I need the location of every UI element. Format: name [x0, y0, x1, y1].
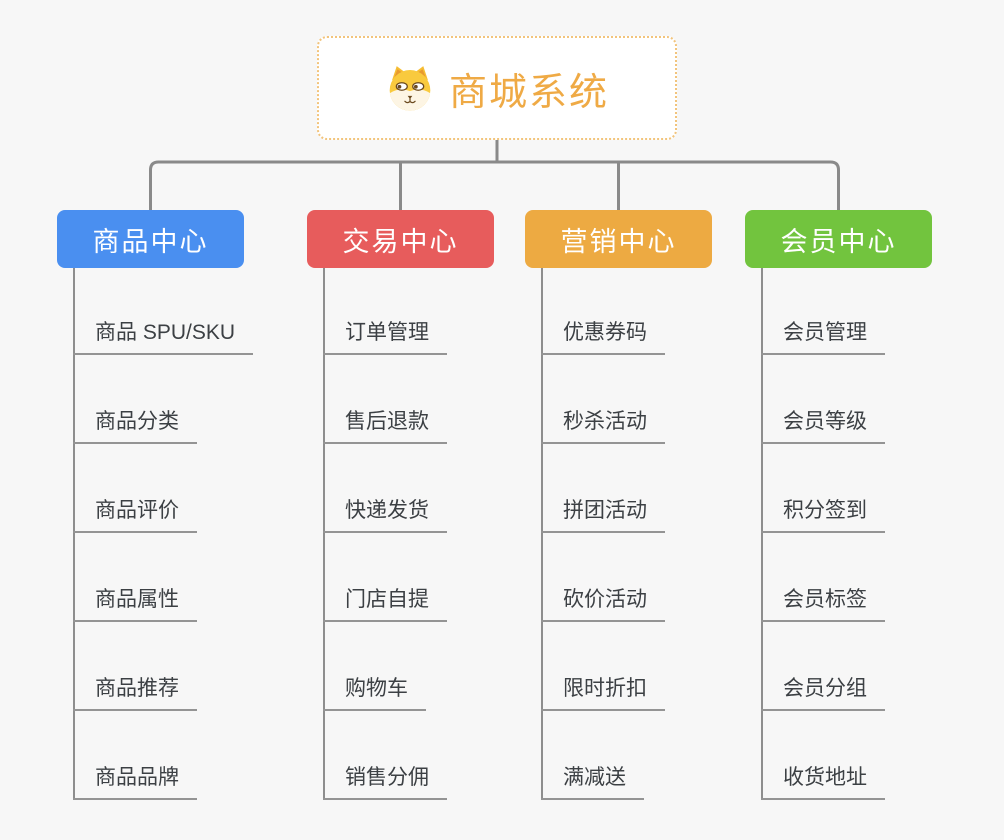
branch-column-member-center: 会员中心 会员管理 会员等级 积分签到 会员标签 会员分组 收货地址 [745, 0, 1004, 840]
leaf-node[interactable]: 秒杀活动 [541, 409, 665, 444]
leaf-node[interactable]: 收货地址 [761, 765, 885, 800]
leaf-node[interactable]: 门店自提 [323, 587, 447, 622]
root-node-mall-system[interactable]: 商城系统 [317, 36, 677, 140]
shiba-dog-icon [389, 66, 431, 111]
leaf-node[interactable]: 会员管理 [761, 320, 885, 355]
leaf-node[interactable]: 商品品牌 [73, 765, 197, 800]
branch-column-trade-center: 交易中心 订单管理 售后退款 快递发货 门店自提 购物车 销售分佣 [307, 0, 567, 840]
leaf-node[interactable]: 订单管理 [323, 320, 447, 355]
leaf-node[interactable]: 砍价活动 [541, 587, 665, 622]
leaf-node[interactable]: 购物车 [323, 676, 426, 711]
branch-column-marketing-center: 营销中心 优惠券码 秒杀活动 拼团活动 砍价活动 限时折扣 满减送 [525, 0, 785, 840]
leaf-node[interactable]: 会员分组 [761, 676, 885, 711]
branch-node-trade-center[interactable]: 交易中心 [307, 210, 494, 268]
leaf-node[interactable]: 商品属性 [73, 587, 197, 622]
leaf-node[interactable]: 商品评价 [73, 498, 197, 533]
leaf-node[interactable]: 快递发货 [323, 498, 447, 533]
leaf-node[interactable]: 积分签到 [761, 498, 885, 533]
branch-column-product-center: 商品中心 商品 SPU/SKU 商品分类 商品评价 商品属性 商品推荐 商品品牌 [57, 0, 317, 840]
branch-node-marketing-center[interactable]: 营销中心 [525, 210, 712, 268]
branch-node-member-center[interactable]: 会员中心 [745, 210, 932, 268]
leaf-node[interactable]: 限时折扣 [541, 676, 665, 711]
leaf-node[interactable]: 商品分类 [73, 409, 197, 444]
leaf-node[interactable]: 商品 SPU/SKU [73, 320, 254, 355]
leaf-node[interactable]: 优惠券码 [541, 320, 665, 355]
branch-spine-line [73, 268, 75, 800]
leaf-node[interactable]: 销售分佣 [323, 765, 447, 800]
leaf-node[interactable]: 满减送 [541, 765, 644, 800]
leaf-node[interactable]: 会员等级 [761, 409, 885, 444]
branch-spine-line [541, 268, 543, 800]
leaf-node[interactable]: 售后退款 [323, 409, 447, 444]
leaf-node[interactable]: 商品推荐 [73, 676, 197, 711]
leaf-node[interactable]: 拼团活动 [541, 498, 665, 533]
root-node-label: 商城系统 [448, 71, 609, 114]
branch-spine-line [761, 268, 763, 800]
branch-node-product-center[interactable]: 商品中心 [57, 210, 244, 268]
branch-spine-line [323, 268, 325, 800]
leaf-node[interactable]: 会员标签 [761, 587, 885, 622]
